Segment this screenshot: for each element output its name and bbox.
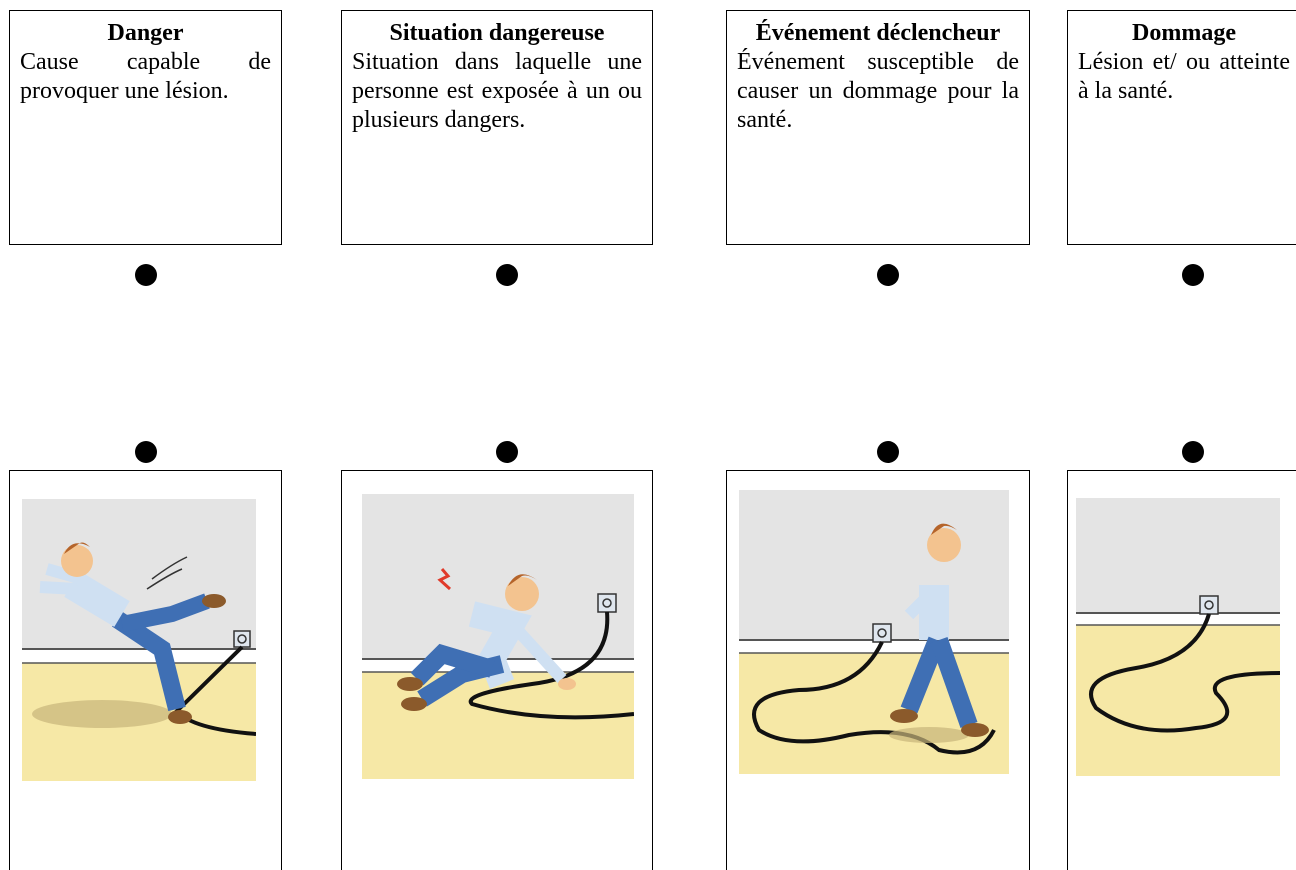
definition-card-danger: Danger Cause capable de provoquer une lé… bbox=[9, 10, 282, 245]
connector-dot-bottom-2[interactable] bbox=[496, 441, 518, 463]
definition-text: Situation dans laquelle une personne est… bbox=[352, 49, 642, 133]
definition-title: Danger bbox=[107, 20, 184, 46]
connector-dot-bottom-3[interactable] bbox=[877, 441, 899, 463]
definition-card-situation-dangereuse: Situation dangereuse Situation dans laqu… bbox=[341, 10, 653, 245]
definition-title: Événement déclencheur bbox=[755, 20, 1001, 46]
definition-card-evenement-declencheur: Événement déclencheur Événement suscepti… bbox=[726, 10, 1030, 245]
worker-walking-near-cable-icon[interactable] bbox=[739, 490, 1009, 774]
definition-text: Événement susceptible de causer un domma… bbox=[737, 49, 1019, 133]
connector-dot-top-1[interactable] bbox=[135, 264, 157, 286]
worker-sitting-injured-icon[interactable] bbox=[362, 494, 634, 779]
definition-title: Situation dangereuse bbox=[389, 20, 605, 46]
connector-dot-bottom-4[interactable] bbox=[1182, 441, 1204, 463]
connector-dot-top-3[interactable] bbox=[877, 264, 899, 286]
connector-dot-top-4[interactable] bbox=[1182, 264, 1204, 286]
definition-card-dommage: Dommage Lésion et/ ou atteinte à la sant… bbox=[1067, 10, 1296, 245]
worker-tripping-over-cable-icon[interactable] bbox=[22, 499, 256, 781]
definition-text: Lésion et/ ou atteinte à la santé. bbox=[1078, 49, 1290, 104]
definition-title: Dommage bbox=[1132, 20, 1236, 46]
connector-dot-bottom-1[interactable] bbox=[135, 441, 157, 463]
cable-on-floor-icon[interactable] bbox=[1076, 498, 1280, 776]
definition-text: Cause capable de provoquer une lésion. bbox=[20, 49, 271, 104]
connector-dot-top-2[interactable] bbox=[496, 264, 518, 286]
